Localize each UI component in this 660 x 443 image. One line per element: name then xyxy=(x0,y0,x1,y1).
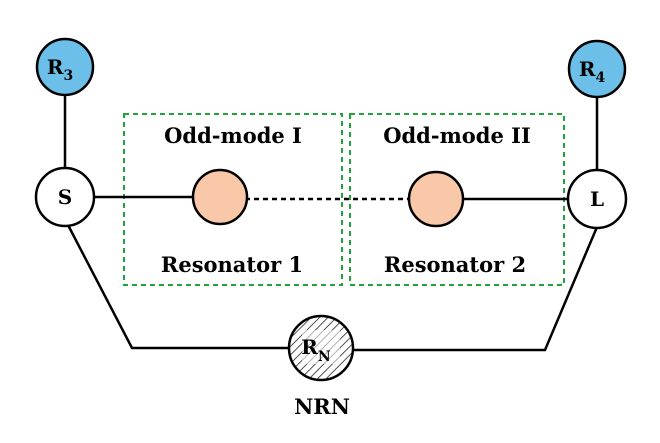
load-label: L xyxy=(590,187,604,211)
r4-node: R4 xyxy=(567,39,627,99)
svg-text:R4: R4 xyxy=(579,57,606,86)
nrn-node: RN xyxy=(287,314,355,382)
r3-node: R3 xyxy=(35,37,95,97)
source-to-nrn-line xyxy=(66,224,289,350)
odd-mode-1-title: Odd-mode I xyxy=(164,123,302,148)
resonator-2-label: Resonator 2 xyxy=(384,252,526,277)
odd-mode-1-box xyxy=(123,113,343,286)
source-node: S xyxy=(34,166,96,228)
svg-text:RN: RN xyxy=(301,335,331,365)
nrn-caption: NRN xyxy=(294,394,350,419)
svg-text:R3: R3 xyxy=(47,55,73,84)
resonator-2-node xyxy=(407,170,465,228)
r3-label: R xyxy=(47,55,64,79)
resonator-1-label: Resonator 1 xyxy=(161,252,303,277)
odd-mode-2-title: Odd-mode II xyxy=(383,123,531,148)
source-label: S xyxy=(58,185,72,209)
nrn-to-load-line xyxy=(353,226,599,352)
nrn-label: R xyxy=(301,335,318,359)
r4-subscript: 4 xyxy=(595,70,605,86)
load-node: L xyxy=(566,168,628,230)
resonator-1-node xyxy=(191,168,249,226)
r3-subscript: 3 xyxy=(63,68,73,84)
nrn-subscript: N xyxy=(318,349,331,365)
r4-label: R xyxy=(579,57,596,81)
